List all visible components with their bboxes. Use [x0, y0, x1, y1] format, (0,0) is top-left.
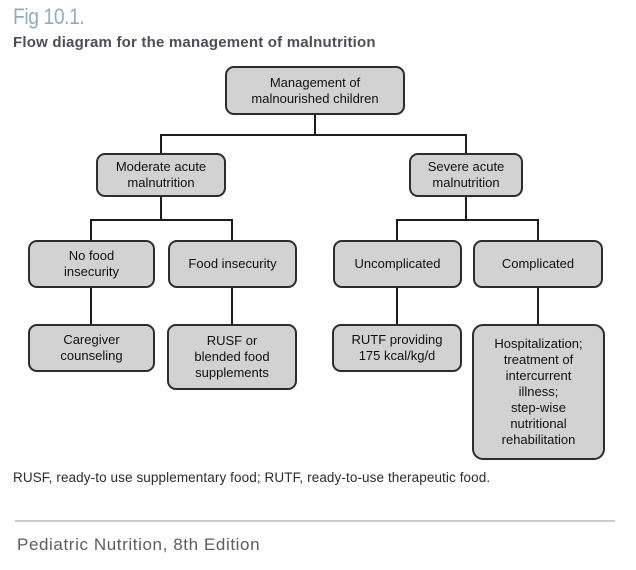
connector-uncomplicated-drop — [396, 219, 398, 240]
connector-caregiver-drop — [90, 288, 92, 324]
connector-moderate-stub — [160, 197, 162, 220]
node-uncomplicated: Uncomplicated — [333, 240, 462, 288]
node-rusf-supplements: RUSF or blended food supplements — [167, 324, 297, 390]
node-hospitalization: Hospitalization; treatment of intercurre… — [472, 324, 605, 460]
connector-severe-drop — [465, 134, 467, 154]
node-no-food-insecurity: No food insecurity — [28, 240, 155, 288]
connector-no-food-insecurity-drop — [90, 219, 92, 240]
connector-hospitalization-drop — [537, 288, 539, 324]
connector-rutf-drop — [396, 288, 398, 324]
connector-complicated-drop — [537, 219, 539, 240]
connector-level1-horizontal — [160, 134, 467, 136]
connector-severe-stub — [465, 197, 467, 220]
connector-root-stub — [314, 115, 316, 136]
connector-rusf-drop — [231, 288, 233, 324]
node-rutf-providing: RUTF providing 175 kcal/kg/d — [332, 324, 462, 372]
connector-right-horizontal — [396, 219, 539, 221]
connector-food-insecurity-drop — [231, 219, 233, 240]
divider — [15, 520, 615, 522]
connector-left-horizontal — [90, 219, 233, 221]
figure-title: Flow diagram for the management of malnu… — [13, 34, 376, 51]
figure-label: Fig 10.1. — [13, 4, 85, 29]
node-food-insecurity: Food insecurity — [168, 240, 297, 288]
node-caregiver-counseling: Caregiver counseling — [28, 324, 155, 372]
node-moderate-acute-malnutrition: Moderate acute malnutrition — [96, 153, 226, 197]
footnote: RUSF, ready-to use supplementary food; R… — [13, 470, 491, 485]
footer-title: Pediatric Nutrition, 8th Edition — [17, 535, 261, 554]
node-complicated: Complicated — [473, 240, 603, 288]
node-severe-acute-malnutrition: Severe acute malnutrition — [409, 153, 523, 197]
connector-moderate-drop — [160, 134, 162, 154]
node-management-of-malnourished-children: Management of malnourished children — [225, 66, 405, 115]
